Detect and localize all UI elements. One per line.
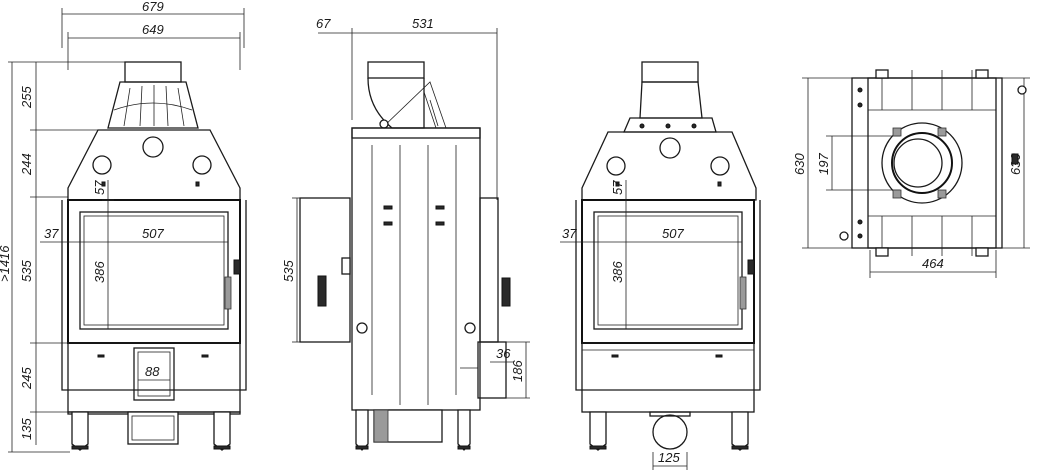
front-height-top: 255 (19, 86, 34, 109)
front-inner-width: 649 (142, 22, 164, 37)
side-offset: 67 (316, 16, 331, 31)
front-glass-width: 507 (142, 226, 164, 241)
front-air-inlet: 88 (145, 364, 160, 379)
front-view: 679 649 255 244 >1416 535 245 135 (0, 0, 247, 453)
side-inlet-width: 36 (496, 346, 511, 361)
front-height-total: >1416 (0, 245, 12, 282)
side-panel-height: 535 (281, 260, 296, 282)
top-outer-depth: 630 (792, 153, 807, 175)
side-inlet-height: 186 (510, 360, 525, 382)
front-height-upper: 244 (19, 153, 34, 176)
back-offset-top: 57 (610, 180, 625, 195)
top-flue-diameter: 197 (816, 153, 831, 175)
top-view: 630 197 630 464 (792, 69, 1030, 278)
top-width: 464 (922, 256, 944, 271)
front-total-width: 679 (142, 0, 164, 14)
back-view: 507 37 57 386 125 (560, 61, 761, 470)
front-glass-height: 386 (92, 261, 107, 283)
front-height-legs: 135 (19, 418, 34, 440)
front-height-door: 535 (19, 260, 34, 282)
side-view: 67 531 535 36 186 (281, 16, 530, 451)
back-glass-height: 386 (610, 261, 625, 283)
back-offset-left: 37 (562, 226, 577, 241)
back-glass-width: 507 (662, 226, 684, 241)
back-duct-diameter: 125 (658, 450, 680, 465)
front-offset-top: 57 (92, 180, 107, 195)
front-height-lower: 245 (19, 367, 34, 390)
side-depth: 531 (412, 16, 434, 31)
front-offset-left: 37 (44, 226, 59, 241)
